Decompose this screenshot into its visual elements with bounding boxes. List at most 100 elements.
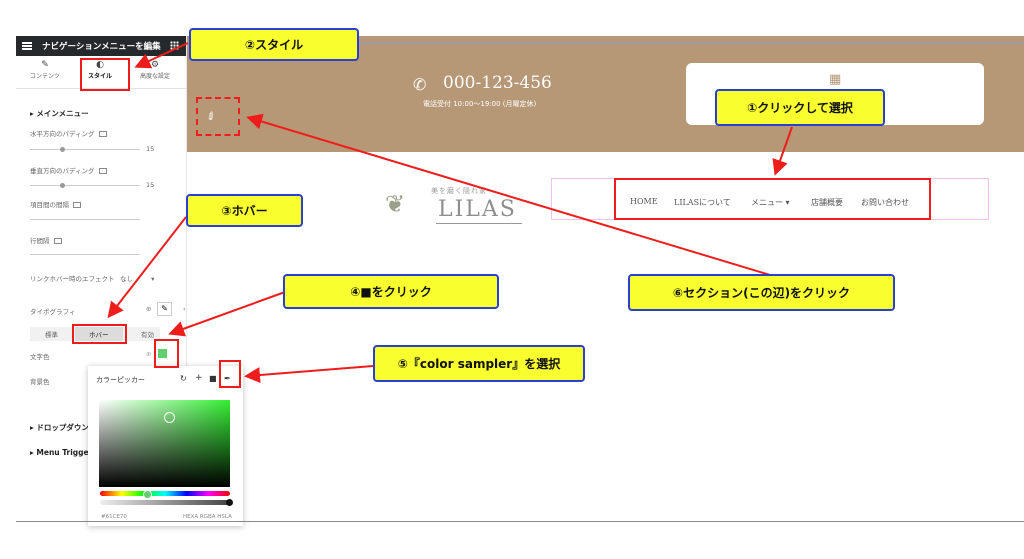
- arrow-6: [246, 113, 771, 276]
- section-dropdown[interactable]: ▸ ドロップダウン: [30, 423, 89, 432]
- callout-2: ②スタイル: [189, 28, 359, 61]
- section-trigger-label: Menu Trigger &: [36, 448, 102, 457]
- tab-content-label: コンテンツ: [29, 73, 60, 80]
- monitor-icon[interactable]: [73, 202, 81, 208]
- v-padding-value[interactable]: 15: [146, 181, 155, 189]
- hex-value[interactable]: #61CE70: [101, 514, 127, 520]
- callout-1: ①クリックして選択: [715, 89, 885, 126]
- alpha-slider[interactable]: [100, 500, 230, 505]
- h-padding-slider[interactable]: [30, 149, 140, 150]
- h-padding-text: 水平方向のパディング: [30, 130, 95, 138]
- section-main-label: メインメニュー: [36, 109, 89, 118]
- tab-hover-bg: [75, 327, 123, 341]
- nav-about[interactable]: LILASについて: [674, 198, 731, 207]
- h-padding-knob[interactable]: [60, 147, 65, 152]
- callout-6: ⑥セクション(この辺)をクリック: [628, 274, 895, 311]
- chevron-down-icon: ▾: [151, 275, 155, 283]
- highlight-hover-tab: [72, 324, 127, 344]
- reset-icon[interactable]: ↻: [180, 374, 187, 383]
- half-circle-icon: ◐: [96, 60, 104, 70]
- leaf-icon: ❦: [385, 190, 406, 218]
- hover-effect-select[interactable]: なし ▾: [120, 273, 154, 283]
- text-color-label: 文字色: [30, 353, 50, 361]
- v-padding-knob[interactable]: [60, 183, 65, 188]
- panel-title: ナビゲーションメニューを編集: [42, 42, 161, 52]
- item-spacing-label: 項目間の間隔: [30, 199, 81, 209]
- eyedropper-icon[interactable]: ✒: [224, 374, 231, 383]
- v-padding-slider[interactable]: [30, 185, 140, 186]
- h-padding-label: 水平方向のパディング: [30, 128, 107, 138]
- item-spacing-slider[interactable]: [30, 219, 140, 220]
- tab-advanced[interactable]: ⚙ 高度な設定: [130, 60, 180, 80]
- tab-advanced-label: 高度な設定: [139, 73, 170, 80]
- hue-slider[interactable]: [100, 491, 230, 496]
- monitor-icon[interactable]: [98, 168, 107, 174]
- arrow-2: [134, 42, 189, 69]
- highlight-nav: [614, 178, 931, 220]
- grid-icon[interactable]: [170, 41, 179, 50]
- globe-icon[interactable]: ⊕: [146, 305, 152, 313]
- callout-4: ④■をクリック: [283, 274, 499, 309]
- sv-handle[interactable]: [164, 412, 175, 423]
- line-spacing-slider[interactable]: [30, 254, 140, 255]
- logo-text[interactable]: LILAS: [438, 197, 517, 222]
- color-picker-title: カラーピッカー: [96, 376, 145, 384]
- section-dropdown-label: ドロップダウン: [36, 423, 89, 432]
- bottom-rule: [16, 521, 1024, 522]
- text-color-swatch[interactable]: [158, 349, 167, 358]
- tab-normal[interactable]: 標準: [45, 331, 58, 339]
- monitor-icon[interactable]: [53, 238, 62, 244]
- phone-hours: 電話受付 10:00〜19:00 (月曜定休): [423, 100, 537, 108]
- arrow-4: [168, 291, 286, 337]
- tab-style[interactable]: ◐ スタイル: [75, 60, 125, 80]
- menu-icon[interactable]: [22, 42, 32, 50]
- tab-active[interactable]: 有効: [141, 331, 154, 339]
- tab-style-label: スタイル: [87, 73, 112, 80]
- chevron-left-icon[interactable]: ‹: [183, 305, 186, 313]
- arrow-1: [772, 126, 793, 176]
- arrow-3: [107, 216, 187, 319]
- nav-menu-label: メニュー: [751, 198, 783, 207]
- tab-hover[interactable]: ホバー: [89, 331, 109, 339]
- edit-pencil-icon[interactable]: ✎: [157, 302, 172, 316]
- hue-handle[interactable]: [143, 490, 152, 499]
- item-spacing-text: 項目間の間隔: [30, 201, 69, 209]
- section-menu-trigger[interactable]: ▸ Menu Trigger &: [30, 448, 102, 457]
- v-padding-text: 垂直方向のパディング: [30, 167, 95, 175]
- monitor-icon[interactable]: [98, 131, 107, 137]
- logo-underline: [436, 223, 522, 224]
- highlight-eyedropper: [219, 360, 241, 388]
- alpha-handle[interactable]: [226, 499, 233, 506]
- arrow-5: [244, 365, 374, 384]
- nav-menu[interactable]: メニュー ▾: [751, 197, 790, 208]
- calendar-icon: ▦: [829, 72, 842, 87]
- logo-tagline: 美を磨く隠れ家: [431, 187, 487, 195]
- h-padding-value[interactable]: 15: [146, 145, 155, 153]
- trash-icon[interactable]: ■: [209, 374, 217, 383]
- gear-icon: ⚙: [150, 60, 160, 70]
- callout-5: ⑤『color sampler』を選択: [373, 345, 585, 382]
- phone-number: 000-123-456: [443, 73, 552, 93]
- nav-contact[interactable]: お問い合わせ: [861, 198, 909, 207]
- highlight-swatch: [154, 339, 179, 368]
- nav-home[interactable]: HOME: [630, 197, 658, 206]
- phone-icon: ✆: [413, 75, 427, 94]
- section-top-line: [187, 43, 1024, 44]
- hover-effect-value: なし: [120, 275, 133, 283]
- hover-effect-label: リンクホバー時のエフェクト: [30, 273, 115, 283]
- tab-content[interactable]: ✎ コンテンツ: [20, 60, 70, 80]
- v-padding-label: 垂直方向のパディング: [30, 165, 107, 175]
- highlight-style-tab: [80, 58, 130, 91]
- color-mode-tabs[interactable]: HEXA RGBA HSLA: [183, 514, 232, 520]
- panel-header: ナビゲーションメニューを編集: [16, 36, 186, 56]
- chevron-down-icon: ▾: [785, 198, 790, 207]
- typography-label: タイポグラフィ: [30, 308, 76, 316]
- line-spacing-text: 行間隔: [30, 237, 50, 245]
- bg-color-label: 背景色: [30, 378, 50, 386]
- section-main-menu[interactable]: ▸ メインメニュー: [30, 109, 89, 118]
- add-icon[interactable]: +: [195, 373, 203, 383]
- globe-icon[interactable]: ⊕: [146, 350, 152, 358]
- nav-store[interactable]: 店舗概要: [811, 198, 843, 207]
- pencil-icon: ✎: [41, 60, 49, 70]
